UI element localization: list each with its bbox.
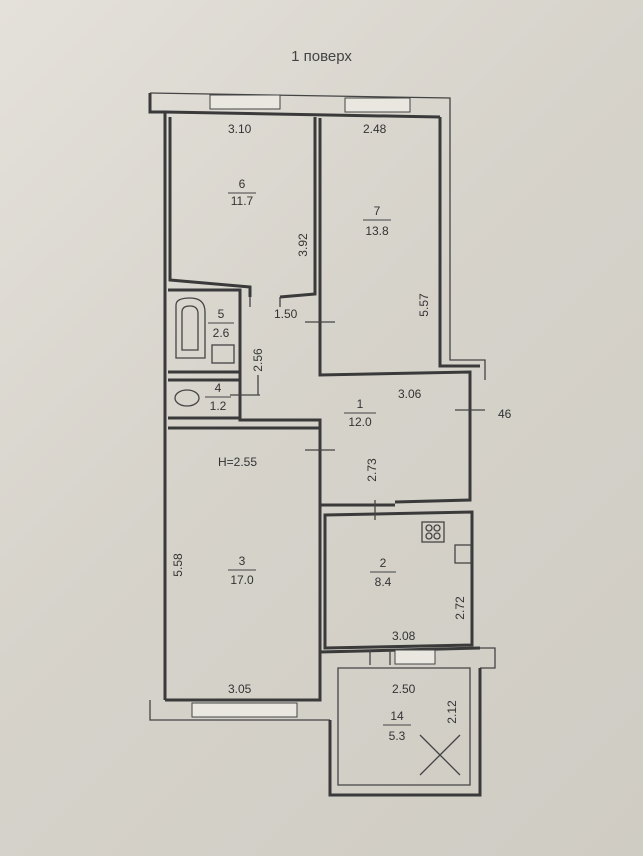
toilet [174, 389, 200, 407]
hall-walls [238, 300, 395, 507]
room7-walls [318, 118, 472, 504]
room2-number: 2 [380, 556, 387, 570]
balcony-cross [419, 734, 461, 776]
room5-area: 2.6 [213, 326, 230, 340]
dim-r3-depth: 5.58 [171, 553, 185, 577]
room7-area: 13.8 [365, 224, 389, 238]
room1-area: 12.0 [348, 415, 372, 429]
dim-corridor-depth: 2.56 [251, 348, 265, 372]
dim-r7-depth: 5.57 [417, 293, 431, 317]
dim-balcony-width: 2.50 [392, 682, 416, 696]
room5-number: 5 [218, 307, 225, 321]
boiler [454, 544, 472, 564]
dim-r6-depth: 3.92 [296, 233, 310, 257]
room6-walls [168, 117, 317, 299]
room7-number: 7 [374, 204, 381, 218]
window-kitchen [394, 649, 436, 665]
bathtub [175, 297, 206, 359]
window-room7 [344, 97, 411, 113]
balcony-inner [337, 667, 471, 786]
dim-hall-depth: 2.73 [365, 458, 379, 482]
room4-number: 4 [215, 381, 222, 395]
room14-area: 5.3 [389, 729, 406, 743]
room3-area: 17.0 [230, 573, 254, 587]
room4-walls [168, 378, 242, 420]
stove [421, 521, 445, 543]
room1-number: 1 [357, 397, 364, 411]
room2-walls [323, 510, 474, 650]
outer-walls [148, 92, 496, 721]
dim-r7-width: 2.48 [363, 122, 387, 136]
sink [211, 344, 235, 364]
room4-area: 1.2 [210, 399, 227, 413]
door-marks [230, 297, 485, 665]
ceiling-height: H=2.55 [218, 455, 257, 469]
floor-title: 1 поверх [291, 48, 352, 65]
room6-area: 11.7 [231, 194, 254, 208]
dim-balcony-depth: 2.12 [445, 700, 459, 724]
dim-corridor-width: 1.50 [274, 307, 298, 321]
dim-r6-width: 3.10 [228, 122, 252, 136]
wall-mark: 46 [498, 407, 512, 421]
dim-r3-width: 3.05 [228, 682, 252, 696]
room14-number: 14 [390, 709, 404, 723]
window-room3 [191, 702, 298, 718]
dim-r2-width: 3.08 [392, 629, 416, 643]
dim-r2-depth: 2.72 [453, 596, 467, 620]
room2-area: 8.4 [375, 575, 392, 589]
room6-number: 6 [239, 177, 246, 191]
room3-number: 3 [239, 554, 246, 568]
balcony-outer [328, 668, 482, 797]
dim-hall-width: 3.06 [398, 387, 422, 401]
room3-walls [168, 426, 322, 700]
window-room6 [209, 94, 281, 110]
